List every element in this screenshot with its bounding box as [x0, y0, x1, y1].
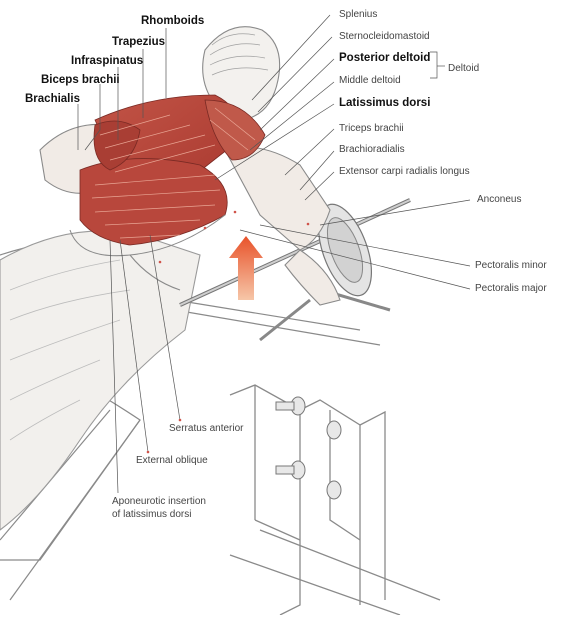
label-latissimus-dorsi: Latissimus dorsi	[339, 97, 431, 109]
leader-lines-left	[77, 28, 181, 494]
label-infraspinatus: Infraspinatus	[71, 55, 144, 67]
label-splenius: Splenius	[339, 9, 378, 20]
label-triceps-brachii: Triceps brachii	[339, 123, 404, 134]
body-legs-sketch	[0, 230, 201, 531]
bench-frame	[229, 384, 441, 616]
label-brachioradialis: Brachioradialis	[339, 144, 405, 155]
hair-strokes	[209, 33, 269, 76]
muscle-fibers	[91, 107, 256, 239]
label-extensor-carpi: Extensor carpi radialis longus	[339, 166, 470, 177]
label-biceps-brachii: Biceps brachii	[41, 74, 120, 86]
label-serratus-anterior: Serratus anterior	[169, 423, 244, 434]
label-aponeurotic-line1: Aponeurotic insertion	[112, 496, 206, 507]
label-posterior-deltoid: Posterior deltoid	[339, 52, 431, 64]
label-external-oblique: External oblique	[136, 455, 208, 466]
deltoid-shape	[204, 99, 266, 161]
label-deltoid-group: Deltoid	[448, 63, 480, 74]
label-aponeurotic-line2: of latissimus dorsi	[112, 509, 192, 520]
torso-outline	[69, 214, 226, 291]
label-brachialis: Brachialis	[25, 93, 80, 105]
up-arrow-icon	[229, 236, 263, 300]
label-middle-deltoid: Middle deltoid	[339, 75, 401, 86]
label-sternocleidomastoid: Sternocleidomastoid	[339, 31, 430, 42]
label-rhomboids: Rhomboids	[141, 15, 205, 27]
leg-shading	[9, 259, 131, 441]
marker-dots	[146, 210, 310, 454]
back-muscles	[79, 94, 266, 246]
label-pectoralis-minor: Pectoralis minor	[475, 260, 547, 271]
latissimus-shape	[79, 158, 228, 246]
label-pectoralis-major: Pectoralis major	[475, 283, 547, 294]
bench-knobs	[275, 396, 342, 500]
label-trapezius: Trapezius	[112, 36, 166, 48]
leader-lines-right	[214, 14, 471, 290]
label-anconeus: Anconeus	[477, 194, 522, 205]
